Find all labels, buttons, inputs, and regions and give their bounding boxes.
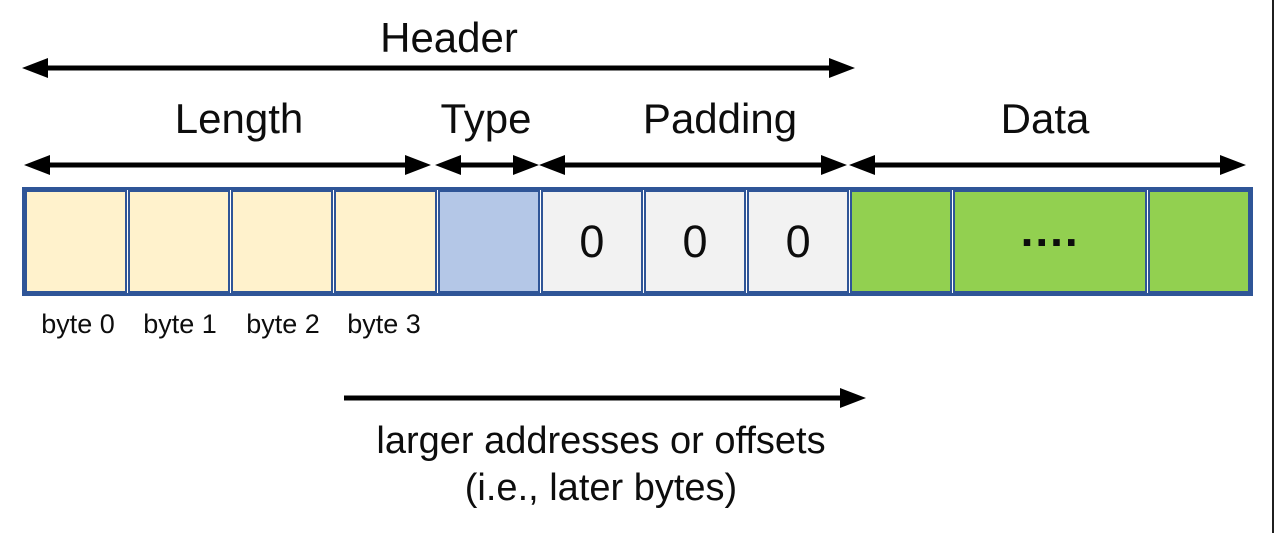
direction-note-line1: larger addresses or offsets (376, 420, 826, 462)
byte3-label: byte 3 (347, 309, 421, 339)
padding-cell-2: 0 (643, 190, 747, 293)
slide-edge-line (1272, 0, 1274, 533)
data-field-label: Data (1000, 95, 1090, 142)
data-cell-1 (850, 190, 953, 293)
byte2-label: byte 2 (246, 309, 320, 339)
length-span-arrow (24, 155, 431, 175)
cell-value: 0 (785, 215, 811, 267)
padding-span-arrow (539, 155, 847, 175)
length-cell-byte2 (231, 190, 334, 293)
byte0-label: byte 0 (41, 309, 115, 339)
length-cell-byte3 (334, 190, 437, 293)
padding-cell-1: 0 (540, 190, 643, 293)
type-cell (437, 190, 540, 293)
cell-value: 0 (682, 215, 708, 267)
data-span-arrow (849, 155, 1246, 175)
header-span-arrow (22, 58, 855, 78)
length-field-label: Length (174, 95, 304, 142)
header-span-label: Header (380, 14, 518, 61)
direction-arrow (344, 388, 866, 408)
ellipsis-dots: .... (1020, 203, 1080, 256)
data-cell-2 (1147, 190, 1250, 293)
data-cell-ellipsis: .... (953, 190, 1147, 293)
byte-row: 0 0 0 .... (22, 187, 1253, 296)
length-cell-byte0 (25, 190, 128, 293)
byte1-label: byte 1 (143, 309, 217, 339)
type-span-arrow (435, 155, 539, 175)
padding-field-label: Padding (642, 95, 798, 142)
padding-cell-3: 0 (747, 190, 850, 293)
type-field-label: Type (440, 95, 532, 142)
length-cell-byte1 (128, 190, 231, 293)
cell-value: 0 (579, 215, 605, 267)
direction-note-line2: (i.e., later bytes) (464, 467, 738, 509)
direction-note: larger addresses or offsets (i.e., later… (241, 418, 961, 512)
